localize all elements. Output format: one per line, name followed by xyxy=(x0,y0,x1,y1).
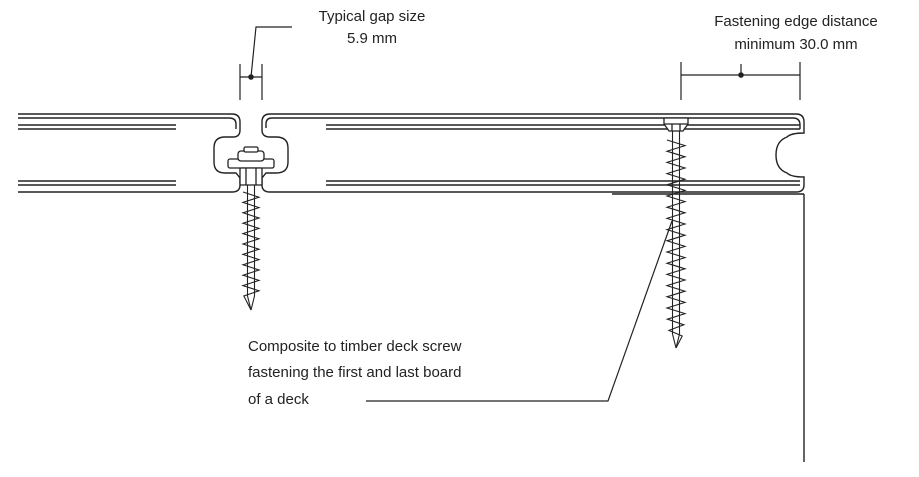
edge-label-line1: Fastening edge distance xyxy=(714,13,877,30)
gap-label-line2: 5.9 mm xyxy=(347,30,397,47)
edge-label-line2: minimum 30.0 mm xyxy=(734,36,857,53)
screw-note-leader xyxy=(366,220,673,402)
gap-dimension xyxy=(239,26,292,100)
left-deck-board xyxy=(18,113,241,193)
screw-note-line3: of a deck xyxy=(248,391,309,408)
deck-screw-head xyxy=(663,117,689,132)
deck-screw xyxy=(665,131,687,349)
right-deck-board xyxy=(261,113,805,193)
gap-label-line1: Typical gap size xyxy=(319,8,426,25)
screw-note-line1: Composite to timber deck screw xyxy=(248,338,462,355)
screw-note-line2: fastening the first and last board xyxy=(248,364,461,381)
clip-screw xyxy=(241,185,261,311)
gap-clip-fastener xyxy=(227,146,275,186)
edge-distance-dimension xyxy=(680,62,801,100)
timber-joist-outline xyxy=(612,193,805,462)
